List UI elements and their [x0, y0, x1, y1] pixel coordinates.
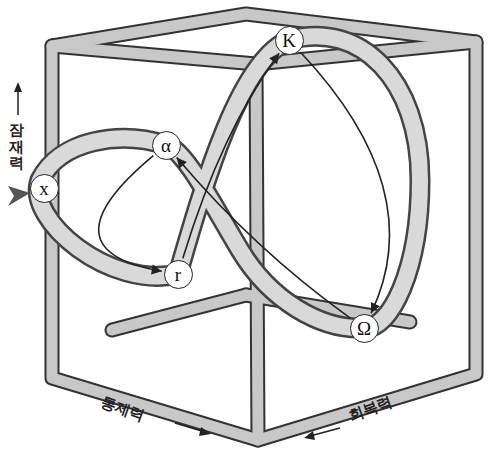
phase-circle: K — [275, 26, 304, 55]
phase-letter: α — [161, 136, 171, 155]
phase-circle: r — [164, 260, 193, 289]
phase-letter: K — [282, 31, 296, 50]
phase-circle: Ω — [350, 314, 379, 343]
cycle-arrow — [177, 158, 351, 319]
cycle-arrow — [183, 53, 279, 258]
phase-letter: x — [39, 179, 49, 198]
phase-circle: x — [30, 174, 59, 203]
phase-letter: Ω — [357, 319, 371, 338]
cycle-arrow — [300, 52, 389, 313]
phase-circle: α — [152, 131, 181, 160]
cycle-arrow — [99, 156, 162, 275]
phase-letter: r — [175, 265, 181, 284]
axis-label: 잠재력 — [9, 122, 24, 172]
axis-label: 회복력 — [346, 393, 395, 426]
